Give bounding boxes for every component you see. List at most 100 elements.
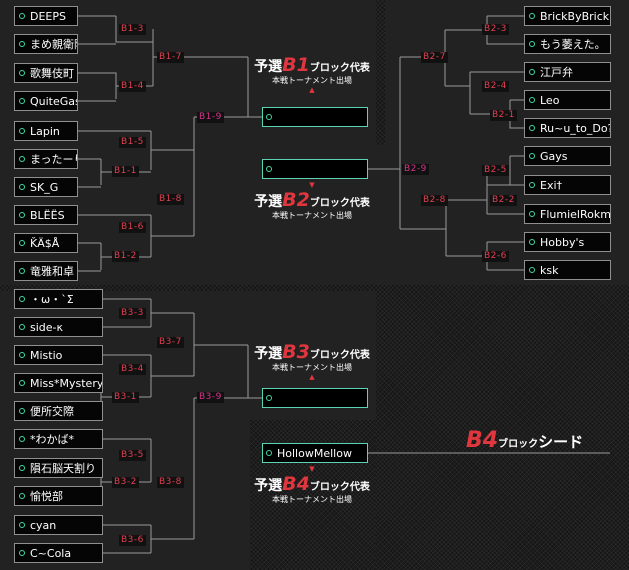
team-b1-5[interactable]: Lapin <box>14 121 78 141</box>
team-b1-3[interactable]: 歌舞伎町 <box>14 63 78 83</box>
seed-team-name: HollowMellow <box>277 446 352 460</box>
team-dot-icon <box>529 125 535 131</box>
team-name: side-κ <box>30 320 63 334</box>
team-b2-7[interactable]: Exi† <box>524 175 611 195</box>
team-b2-3[interactable]: 江戸弁 <box>524 62 611 82</box>
team-dot-icon <box>19 184 25 190</box>
match-label: B1-2 <box>112 251 139 262</box>
team-name: Gays <box>540 149 568 163</box>
team-b2-5[interactable]: Ru~u_to_Do? <box>524 118 611 138</box>
team-dot-icon <box>19 408 25 414</box>
match-label: B2-2 <box>490 195 517 206</box>
team-name: Hobby's <box>540 235 585 249</box>
team-dot-icon <box>529 211 535 217</box>
slot-dot-icon <box>266 114 272 120</box>
team-name: BrickByBrick <box>540 9 610 23</box>
slot-dot-icon <box>266 395 272 401</box>
team-name: ・ω・`Σ <box>30 293 74 306</box>
match-label: B3-1 <box>112 392 139 403</box>
team-name: cyan <box>30 518 57 532</box>
team-b3-9[interactable]: cyan <box>14 515 103 535</box>
team-dot-icon <box>529 182 535 188</box>
team-name: Lapin <box>30 124 60 138</box>
team-b3-8[interactable]: 愉悦部 <box>14 486 103 506</box>
team-b2-10[interactable]: ksk <box>524 260 611 280</box>
team-b2-6[interactable]: Gays <box>524 146 611 166</box>
team-name: 隕石脳天割り <box>30 462 96 475</box>
team-dot-icon <box>529 69 535 75</box>
match-label: B3-5 <box>119 450 146 461</box>
team-name: ksk <box>540 263 559 277</box>
team-name: DEEPS <box>30 9 66 23</box>
team-dot-icon <box>19 465 25 471</box>
match-label: B2-3 <box>482 24 509 35</box>
team-b3-3[interactable]: Mistio <box>14 345 103 365</box>
b1-winner-slot[interactable] <box>262 107 368 127</box>
b2-winner-slot[interactable] <box>262 159 368 179</box>
team-dot-icon <box>529 97 535 103</box>
team-b2-2[interactable]: もう萎えた。 <box>524 34 611 54</box>
team-b2-4[interactable]: Leo <box>524 90 611 110</box>
team-name: まめ親衛隊 <box>30 38 77 51</box>
team-name: Leo <box>540 93 560 107</box>
match-label: B3-8 <box>157 477 184 488</box>
team-name: ǨÄ$Å <box>30 236 60 250</box>
team-b3-5[interactable]: 便所交際 <box>14 401 103 421</box>
team-dot-icon <box>529 41 535 47</box>
team-dot-icon <box>529 267 535 273</box>
team-b3-7[interactable]: 隕石脳天割り <box>14 458 103 478</box>
match-label: B3-6 <box>119 535 146 546</box>
b4-announcement: ▼ 予選B4ブロック代表 本戦トーナメント出場 <box>242 465 382 505</box>
team-b1-10[interactable]: 竜雅和卓 <box>14 261 78 281</box>
team-b2-1[interactable]: BrickByBrick <box>524 6 611 26</box>
team-b1-1[interactable]: DEEPS <box>14 6 78 26</box>
b4-seed-slot[interactable]: HollowMellow <box>262 443 368 463</box>
team-b3-4[interactable]: Miss*Mystery <box>14 373 103 393</box>
b3-announcement: 予選B3ブロック代表 本戦トーナメント出場 ▲ <box>242 341 382 381</box>
match-label: B1-6 <box>119 222 146 233</box>
team-b1-7[interactable]: SK_G <box>14 177 78 197</box>
match-label: B2-6 <box>482 251 509 262</box>
team-dot-icon <box>19 324 25 330</box>
team-name: 竜雅和卓 <box>30 265 74 278</box>
arrow-down-icon: ▼ <box>309 181 315 189</box>
match-label: B1-9 <box>197 112 224 123</box>
team-dot-icon <box>19 128 25 134</box>
match-label: B3-2 <box>112 477 139 488</box>
match-label: B1-3 <box>119 24 146 35</box>
match-label: B2-8 <box>421 195 448 206</box>
team-name: Miss*Mystery <box>30 376 103 390</box>
b2-announcement: ▼ 予選B2ブロック代表 本戦トーナメント出場 <box>242 181 382 221</box>
team-b3-6[interactable]: *わかば* <box>14 429 103 449</box>
team-b3-2[interactable]: side-κ <box>14 317 103 337</box>
team-b1-4[interactable]: QuiteGasp <box>14 91 78 111</box>
slot-dot-icon <box>266 450 272 456</box>
team-b1-2[interactable]: まめ親衛隊 <box>14 34 78 54</box>
team-name: Exi† <box>540 178 563 192</box>
match-label: B2-9 <box>402 164 429 175</box>
team-b2-9[interactable]: Hobby's <box>524 232 611 252</box>
team-dot-icon <box>19 493 25 499</box>
team-dot-icon <box>19 240 25 246</box>
match-label: B1-7 <box>157 52 184 63</box>
match-label: B2-4 <box>482 81 509 92</box>
team-b1-8[interactable]: BLËËS <box>14 205 78 225</box>
team-b1-9[interactable]: ǨÄ$Å <box>14 233 78 253</box>
team-name: Mistio <box>30 348 63 362</box>
team-dot-icon <box>529 13 535 19</box>
team-dot-icon <box>19 352 25 358</box>
b1-announcement: 予選B1ブロック代表 本戦トーナメント出場 ▲ <box>242 54 382 94</box>
team-b3-10[interactable]: C~Cola <box>14 543 103 563</box>
match-label: B2-7 <box>421 52 448 63</box>
b3-winner-slot[interactable] <box>262 388 368 408</box>
team-name: QuiteGasp <box>30 94 77 108</box>
team-dot-icon <box>19 98 25 104</box>
team-dot-icon <box>529 239 535 245</box>
team-dot-icon <box>19 212 25 218</box>
arrow-down-icon: ▼ <box>309 465 315 473</box>
arrow-up-icon: ▲ <box>309 86 315 94</box>
match-label: B2-5 <box>482 165 509 176</box>
team-b1-6[interactable]: まったーり。 <box>14 149 78 169</box>
team-b3-1[interactable]: ・ω・`Σ <box>14 289 103 309</box>
team-b2-8[interactable]: FlumielRokmc <box>524 204 611 224</box>
